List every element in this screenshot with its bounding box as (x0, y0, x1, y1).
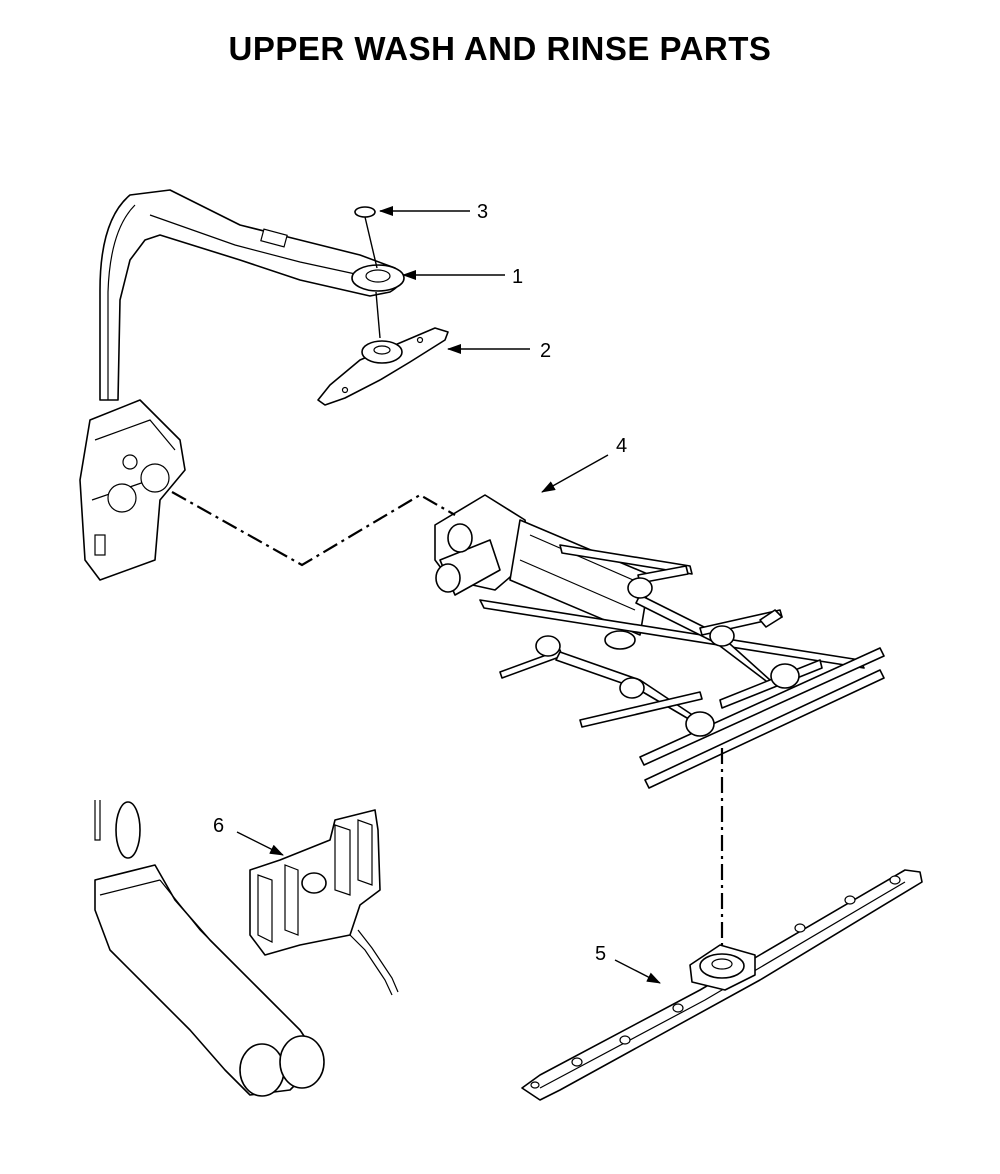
part-4-rack-manifold (434, 494, 885, 789)
page-title: UPPER WASH AND RINSE PARTS (228, 30, 772, 67)
callout-label-4: 4 (616, 435, 627, 457)
callout-label-3: 3 (477, 201, 488, 223)
part-1-hub-bearing (351, 264, 405, 292)
callout-label-6: 6 (213, 815, 224, 837)
leader-arrow-4 (541, 454, 609, 493)
part-2-upper-spray-arm (317, 327, 449, 406)
callout-label-1: 1 (512, 266, 523, 288)
leader-arrow-6 (236, 831, 284, 856)
leader-arrow-5 (614, 959, 661, 984)
lower-wash-duct (94, 800, 325, 1097)
callout-label-2: 2 (540, 340, 551, 362)
part-3-cap (354, 206, 381, 339)
upper-supply-tube-assembly (79, 189, 403, 581)
part-5-lower-spray-arm (521, 869, 923, 1101)
callout-label-5: 5 (595, 943, 606, 965)
part-6-filter-plate (249, 809, 399, 996)
connection-line-manifold (171, 491, 456, 567)
